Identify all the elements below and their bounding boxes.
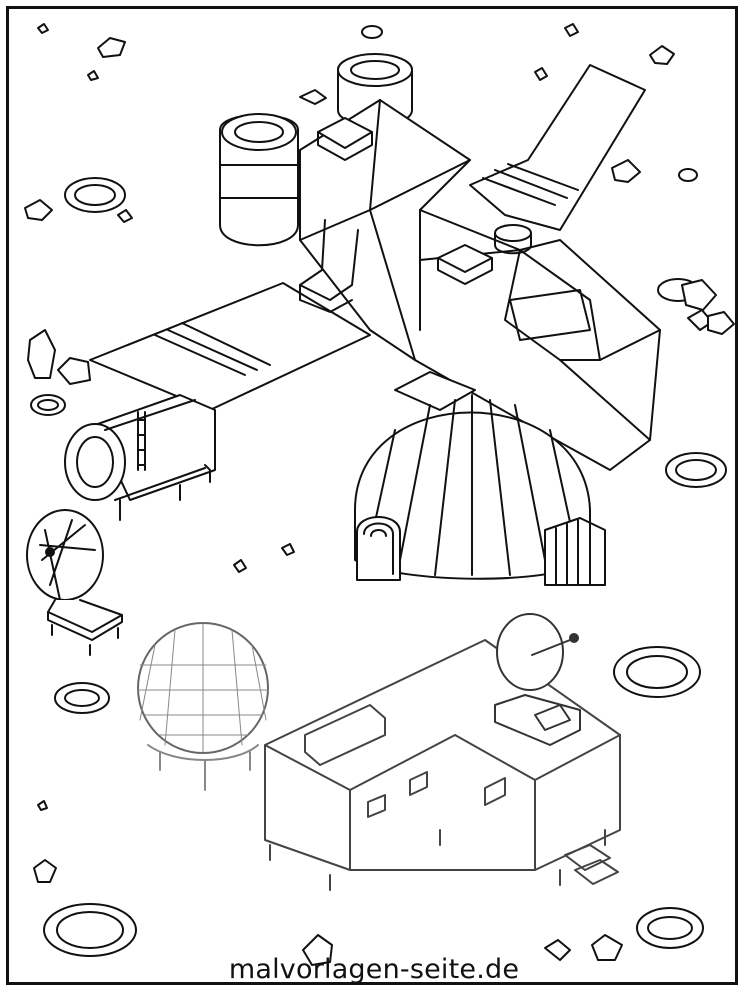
fuel-tank	[65, 395, 215, 520]
page-border	[6, 6, 738, 985]
base-module	[265, 640, 620, 890]
satellite-dish	[495, 614, 580, 745]
site-watermark: malvorlagen-seite.de	[228, 954, 520, 985]
spaceship	[90, 54, 660, 470]
satellite-dish	[27, 510, 122, 655]
crater	[31, 26, 726, 956]
geodesic-sphere	[138, 623, 268, 790]
dome-habitat	[355, 395, 605, 585]
rock	[25, 24, 734, 965]
